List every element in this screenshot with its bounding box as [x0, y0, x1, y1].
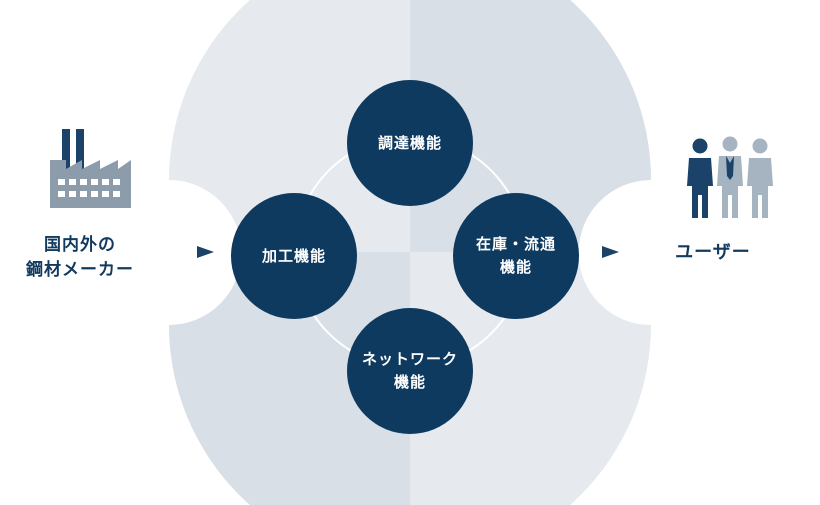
- inbound-arrow-icon: [197, 246, 214, 258]
- outbound-arrow-icon: [602, 246, 619, 258]
- user-label-text: ユーザー: [675, 242, 751, 263]
- people-group-icon: [687, 136, 773, 218]
- processing-function-node: 加工機能: [231, 193, 357, 319]
- procurement-function-node: 調達機能: [347, 80, 473, 206]
- inventory-function-label-line2: 機能: [499, 258, 532, 276]
- inventory-function-label-line1: 在庫・流通: [475, 235, 556, 253]
- steel-maker-label-line1: 国内外の: [44, 235, 116, 255]
- network-function-label-line2: 機能: [393, 373, 426, 391]
- network-function-node: ネットワーク 機能: [347, 308, 473, 434]
- factory-icon: [50, 129, 131, 208]
- processing-function-label: 加工機能: [261, 246, 326, 265]
- steel-maker-label: 国内外の 鋼材メーカー: [10, 233, 150, 283]
- procurement-function-label: 調達機能: [377, 133, 442, 152]
- user-label: ユーザー: [658, 240, 768, 265]
- network-function-label-line1: ネットワーク: [361, 350, 458, 368]
- steel-maker-label-line2: 鋼材メーカー: [26, 260, 134, 280]
- inventory-distribution-function-node: 在庫・流通 機能: [453, 193, 579, 319]
